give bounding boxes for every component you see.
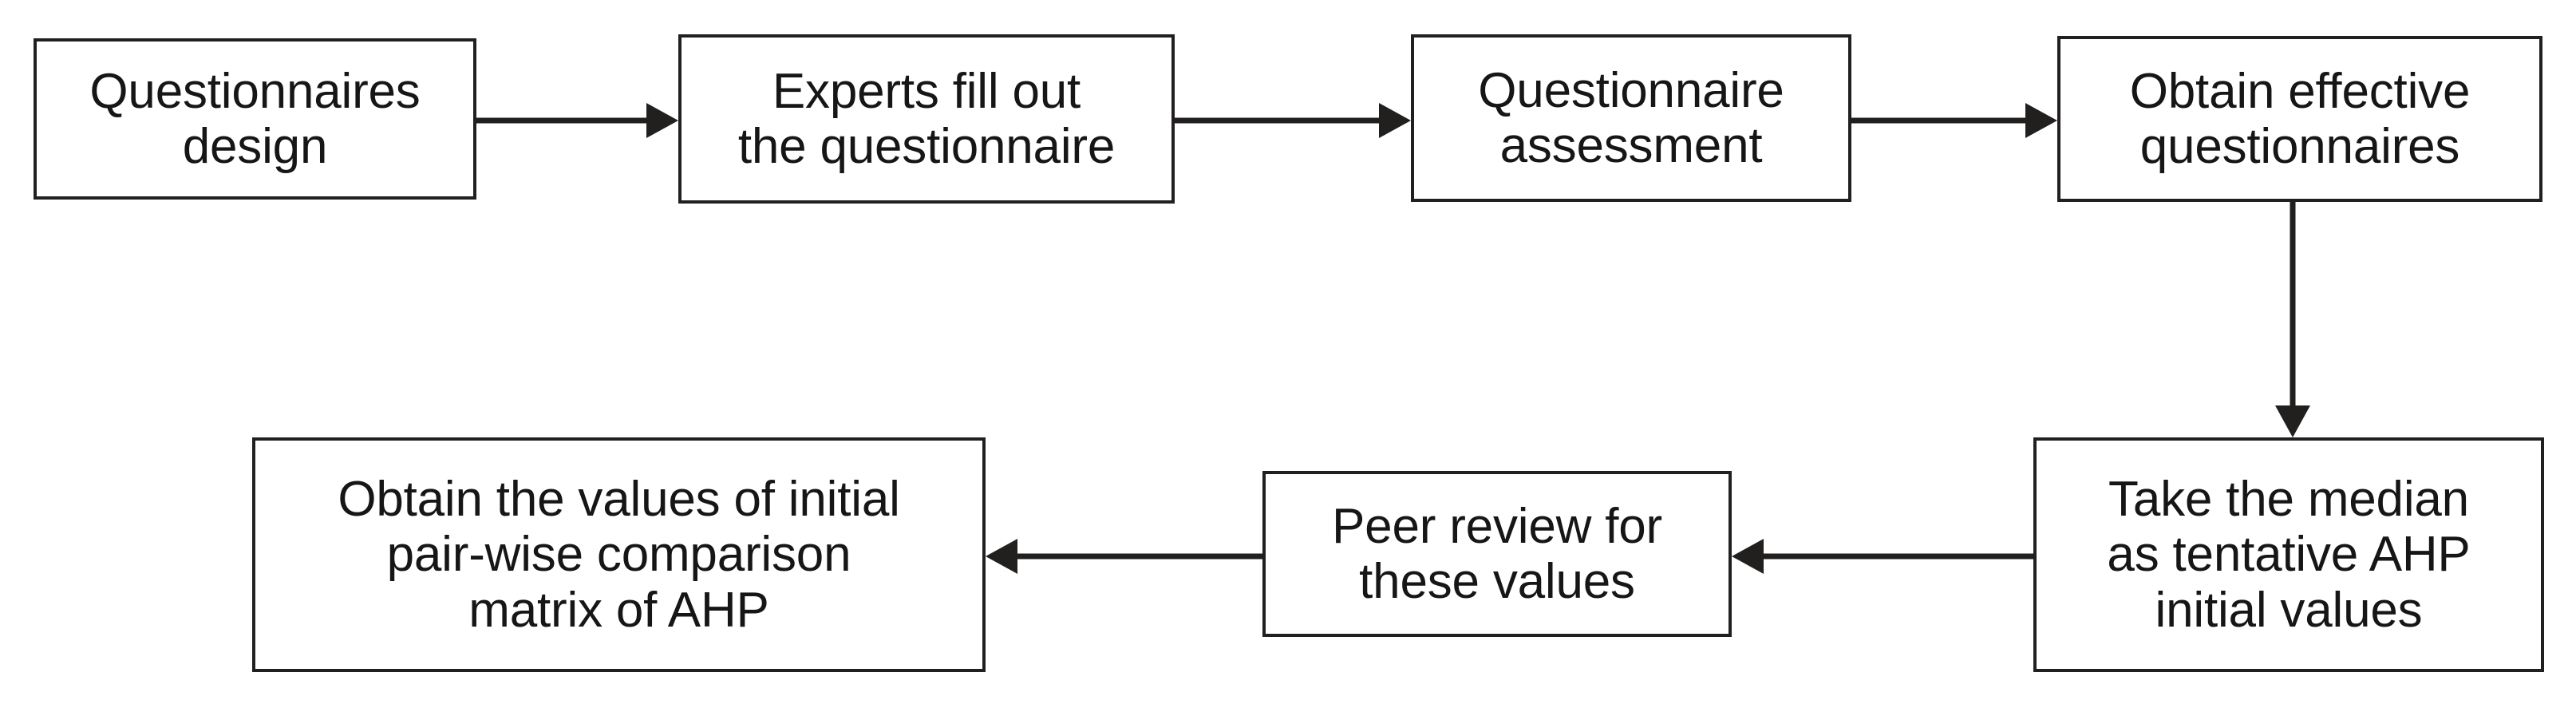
flowchart-edge-edge-assessment-to-obtain bbox=[1851, 103, 2057, 138]
flowchart-node-label: Peer review for these values bbox=[1332, 498, 1662, 609]
flowchart-node-label: Obtain the values of initial pair-wise c… bbox=[338, 471, 900, 638]
flowchart-node-label: Obtain effective questionnaires bbox=[2129, 63, 2471, 174]
arrowhead-icon bbox=[1379, 103, 1411, 138]
flowchart-node-label: Questionnaire assessment bbox=[1478, 62, 1784, 173]
flowchart-node-take-the-median: Take the median as tentative AHP initial… bbox=[2033, 437, 2544, 672]
arrowhead-icon bbox=[986, 539, 1017, 574]
flowchart-node-label: Experts fill out the questionnaire bbox=[737, 63, 1116, 174]
flowchart-node-obtain-initial-matrix: Obtain the values of initial pair-wise c… bbox=[252, 437, 986, 672]
flowchart-node-label: Take the median as tentative AHP initial… bbox=[2107, 471, 2471, 638]
flowchart-edge-edge-median-to-peer-review bbox=[1732, 539, 2033, 574]
flowchart-node-questionnaire-assessment: Questionnaire assessment bbox=[1411, 34, 1851, 202]
flowchart-node-experts-fill-out: Experts fill out the questionnaire bbox=[678, 34, 1175, 204]
flowchart-node-peer-review: Peer review for these values bbox=[1262, 471, 1732, 637]
flowchart-edge-edge-experts-to-assessment bbox=[1175, 103, 1411, 138]
flowchart-node-questionnaires-design: Questionnaires design bbox=[34, 38, 476, 200]
flowchart-node-obtain-effective-questionnaires: Obtain effective questionnaires bbox=[2057, 36, 2542, 202]
arrowhead-icon bbox=[2275, 405, 2310, 437]
flowchart-node-label: Questionnaires design bbox=[89, 63, 421, 174]
arrowhead-icon bbox=[2025, 103, 2057, 138]
flowchart-edge-edge-obtain-to-median bbox=[2275, 202, 2310, 437]
flowchart-edge-edge-design-to-experts bbox=[476, 103, 678, 138]
flowchart-edge-edge-peer-review-to-matrix bbox=[986, 539, 1262, 574]
arrowhead-icon bbox=[1732, 539, 1764, 574]
arrowhead-icon bbox=[646, 103, 678, 138]
